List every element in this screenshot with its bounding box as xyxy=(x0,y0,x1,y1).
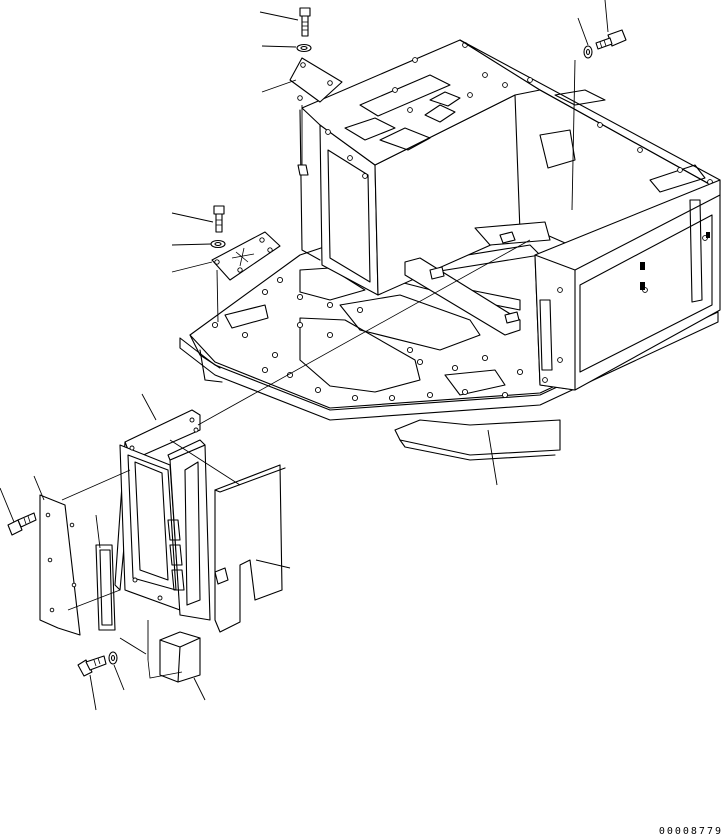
floor-frame xyxy=(179,39,721,461)
left-cover-assembly xyxy=(210,205,281,323)
drawing-id-label: 00008779 xyxy=(658,826,723,837)
front-console-assembly xyxy=(7,409,286,683)
leader-lines xyxy=(0,0,609,711)
top-right-bolt-assembly xyxy=(571,29,627,211)
top-bracket-assembly xyxy=(289,7,343,176)
